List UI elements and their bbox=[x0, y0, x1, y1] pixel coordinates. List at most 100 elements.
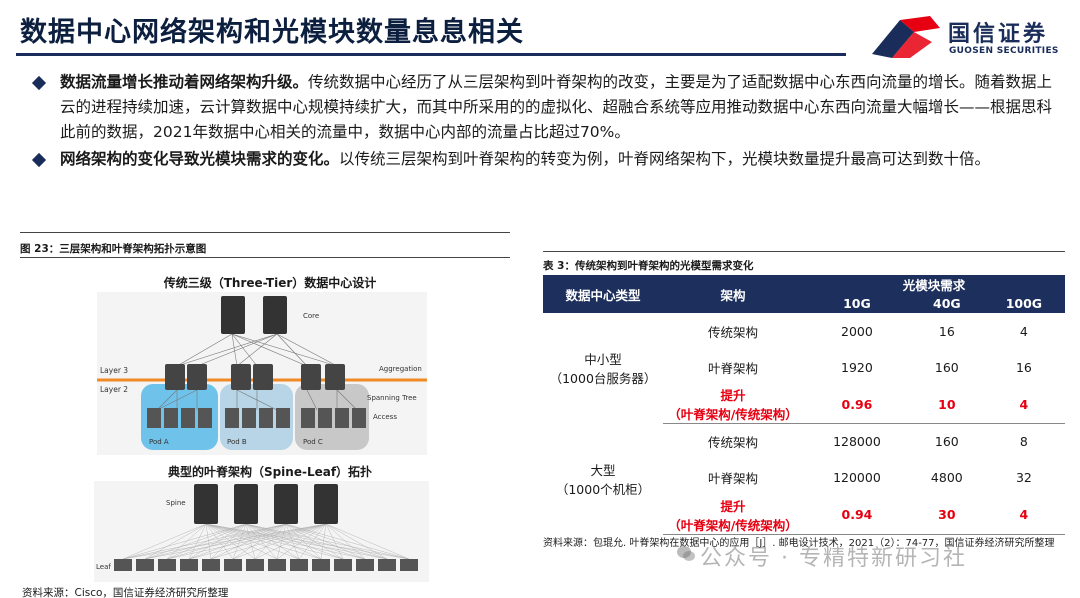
label-access: Access bbox=[373, 413, 397, 421]
spine-leaf-link bbox=[144, 523, 287, 560]
leaf-switch bbox=[202, 559, 220, 571]
header-type: 数据中心类型 bbox=[543, 275, 663, 313]
spine-leaf-link bbox=[245, 523, 300, 560]
spine-leaf-link bbox=[245, 523, 388, 560]
spine-leaf-link bbox=[144, 523, 207, 560]
arch-cell: 叶脊架构 bbox=[707, 471, 758, 486]
diamond-bullet-icon bbox=[31, 152, 47, 168]
label-pod-a: Pod A bbox=[149, 438, 169, 446]
label-leaf: Leaf bbox=[96, 563, 111, 571]
table-row: 提升（叶脊架构/传统架构） 0.96 10 4 bbox=[543, 385, 1065, 424]
access-switch bbox=[318, 408, 332, 428]
wechat-icon bbox=[677, 546, 695, 561]
arch-cell: 传统架构 bbox=[707, 435, 758, 451]
spine-leaf-link bbox=[232, 523, 327, 560]
spine-leaf-link bbox=[245, 523, 322, 560]
bullet-lead: 数据流量增长推动着网络架构升级。 bbox=[60, 73, 309, 91]
spine-leaf-link bbox=[205, 523, 300, 560]
spine-leaf-link bbox=[325, 523, 366, 560]
bullet-item: 数据流量增长推动着网络架构升级。传统数据中心经历了从三层架构到叶脊架构的改变，主… bbox=[31, 70, 1064, 145]
figure-caption-rule bbox=[20, 257, 510, 258]
type-cell: 中小型（1000台服务器） bbox=[549, 352, 657, 387]
three-tier-diagram: Core Aggregation Layer 3 Layer 2 Spannin… bbox=[97, 292, 427, 455]
access-switch bbox=[181, 408, 195, 428]
leaf-switch bbox=[180, 559, 198, 571]
lift-value-cell: 0.94 bbox=[803, 495, 911, 535]
table-row: 大型（1000个机柜） 传统架构 128000 160 8 bbox=[543, 424, 1065, 497]
figure-source: 资料来源：Cisco，国信证券经济研究所整理 bbox=[22, 587, 229, 598]
arch-cell: 叶脊架构 bbox=[707, 360, 758, 376]
header-arch: 架构 bbox=[663, 275, 803, 313]
lift-value-cell: 10 bbox=[910, 385, 983, 424]
spine-leaf-link bbox=[205, 523, 234, 560]
spine-switch bbox=[194, 484, 218, 524]
watermark-text: 公众号 · 专精特新研习社 bbox=[700, 546, 967, 571]
value-cell: 1920 bbox=[841, 359, 873, 375]
spine-leaf-link bbox=[245, 523, 344, 560]
leaf-switch bbox=[378, 559, 396, 571]
header-demand: 光模块需求 bbox=[803, 275, 1065, 294]
core-switch bbox=[221, 296, 245, 334]
access-switch bbox=[301, 408, 315, 428]
value-cell: 160 bbox=[934, 434, 959, 450]
three-tier-diagram-title: 传统三级（Three-Tier）数据中心设计 bbox=[163, 276, 377, 290]
table-row: 叶脊架构 120000 4800 32 bbox=[543, 460, 1065, 496]
label-layer3: Layer 3 bbox=[100, 366, 128, 375]
value-cell: 4800 bbox=[930, 470, 963, 485]
leaf-switch bbox=[114, 559, 132, 571]
spine-leaf-link bbox=[144, 523, 247, 560]
value-cell: 4 bbox=[1019, 323, 1028, 339]
access-switch bbox=[164, 408, 178, 428]
spine-leaf-link bbox=[320, 523, 327, 560]
spine-leaf-link bbox=[285, 523, 344, 560]
spine-leaf-link bbox=[254, 523, 327, 560]
spine-leaf-link bbox=[254, 523, 287, 560]
leaf-switch bbox=[224, 559, 242, 571]
header-40g: 40G bbox=[910, 294, 983, 313]
value-cell: 16 bbox=[1015, 359, 1032, 375]
value-cell: 120000 bbox=[833, 470, 881, 485]
core-switch bbox=[263, 296, 287, 334]
leaf-switch bbox=[246, 559, 264, 571]
spine-leaf-link bbox=[205, 523, 278, 560]
spine-leaf-link bbox=[122, 523, 327, 560]
access-switch bbox=[225, 408, 239, 428]
spine-switch bbox=[314, 484, 338, 524]
value-cell: 128000 bbox=[833, 434, 881, 450]
leaf-switch bbox=[268, 559, 286, 571]
leaf-switch bbox=[158, 559, 176, 571]
access-switch bbox=[242, 408, 256, 428]
pod-b-area bbox=[220, 384, 293, 450]
aggregation-switch bbox=[187, 364, 207, 390]
access-switch bbox=[259, 408, 273, 428]
bullet-lead: 网络架构的变化导致光模块需求的变化。 bbox=[60, 150, 340, 168]
header-10g: 10G bbox=[803, 294, 911, 313]
access-switch bbox=[352, 408, 366, 428]
spine-leaf-link bbox=[205, 523, 256, 560]
spine-leaf-link bbox=[245, 523, 256, 560]
label-aggregation: Aggregation bbox=[379, 365, 422, 373]
spine-leaf-link bbox=[325, 523, 410, 560]
figure-top-rule bbox=[20, 232, 510, 233]
table-row: 中小型（1000台服务器） 传统架构 2000 16 4 bbox=[543, 313, 1065, 387]
spine-leaf-link bbox=[188, 523, 207, 560]
spine-leaf-link bbox=[276, 523, 327, 560]
spine-leaf-link bbox=[245, 523, 278, 560]
spine-leaf-diagram: Spine Leaf bbox=[94, 481, 429, 582]
spine-leaf-link bbox=[276, 523, 287, 560]
value-cell: 160 bbox=[934, 359, 959, 375]
table-caption: 表 3：传统架构到叶脊架构的光模型需求变化 bbox=[543, 260, 754, 272]
lift-label-cell: 提升（叶脊架构/传统架构） bbox=[663, 385, 803, 424]
bullet-text: 以传统三层架构到叶脊架构的转变为例，叶脊网络架构下，光模块数量提升最高可达到数十… bbox=[339, 150, 991, 168]
spine-leaf-link bbox=[285, 523, 366, 560]
lift-value-cell: 30 bbox=[910, 495, 983, 535]
optical-module-demand-table: 数据中心类型 架构 光模块需求 10G 40G 100G 中小型（1000台服务… bbox=[543, 275, 1065, 535]
access-switch bbox=[147, 408, 161, 428]
leaf-switch bbox=[290, 559, 308, 571]
table-row: 提升（叶脊架构/传统架构） 0.94 30 4 bbox=[543, 495, 1065, 535]
bullet-text: 传统数据中心经历了从三层架构到叶脊架构的改变，主要是为了适配数据中心东西向流量的… bbox=[60, 73, 1053, 141]
type-cell: 大型（1000个机柜） bbox=[555, 462, 651, 497]
aggregation-switch bbox=[325, 364, 345, 390]
label-spanning-tree: Spanning Tree bbox=[367, 394, 417, 402]
title-divider bbox=[16, 53, 846, 56]
